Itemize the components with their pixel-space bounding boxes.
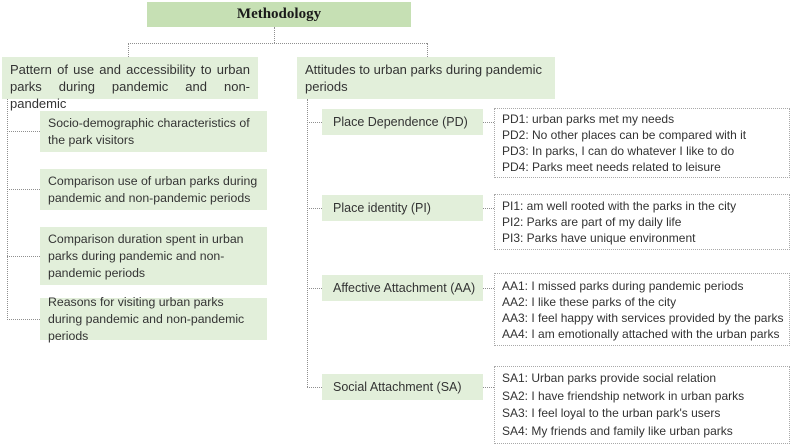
connector-right-stub-pd xyxy=(307,122,322,123)
list-item: PI1: am well rooted with the parks in th… xyxy=(502,199,737,213)
connector-right-branch-drop xyxy=(427,43,428,57)
category-affective-attachment: Affective Attachment (AA) xyxy=(322,275,483,301)
list-item: PI3: Parks have unique environment xyxy=(502,231,696,245)
connector-right-stub-aa xyxy=(307,288,322,289)
connector-left-stub-1 xyxy=(7,131,40,132)
left-item-socio-demographic: Socio-demographic characteristics of the… xyxy=(40,111,267,152)
connector-branch-bar xyxy=(128,43,427,44)
connector-pd-to-list xyxy=(483,122,494,123)
right-branch-header: Attitudes to urban parks during pandemic… xyxy=(297,57,555,99)
connector-right-stub-sa xyxy=(307,387,322,388)
list-social-attachment: SA1: Urban parks provide social relation… xyxy=(494,366,790,444)
left-item-reasons-visiting: Reasons for visiting urban parks during … xyxy=(40,295,267,343)
list-item: AA2: I like these parks of the city xyxy=(502,294,677,309)
connector-left-stub-4 xyxy=(7,319,40,320)
category-social-attachment: Social Attachment (SA) xyxy=(322,374,483,400)
connector-pi-to-list xyxy=(483,208,494,209)
connector-root-stem xyxy=(274,27,275,43)
left-item-comparison-duration: Comparison duration spent in urban parks… xyxy=(40,227,267,285)
list-item: SA2: I have friendship network in urban … xyxy=(502,388,745,403)
connector-right-stub-pi xyxy=(307,208,322,209)
connector-aa-to-list xyxy=(483,288,494,289)
left-item-comparison-use: Comparison use of urban parks during pan… xyxy=(40,169,267,210)
list-item: AA3: I feel happy with services provided… xyxy=(502,310,784,325)
list-affective-attachment: AA1: I missed parks during pandemic peri… xyxy=(494,273,790,346)
list-item: SA4: My friends and family like urban pa… xyxy=(502,423,733,438)
list-place-identity: PI1: am well rooted with the parks in th… xyxy=(494,194,790,250)
connector-left-branch-drop xyxy=(128,43,129,57)
list-item: AA1: I missed parks during pandemic peri… xyxy=(502,278,744,293)
list-item: PD4: Parks meet needs related to leisure xyxy=(502,160,721,174)
list-item: SA3: I feel loyal to the urban park's us… xyxy=(502,406,721,420)
connector-sa-to-list xyxy=(483,387,494,388)
connector-left-stub-2 xyxy=(7,189,40,190)
list-item: SA1: Urban parks provide social relation xyxy=(502,371,717,385)
connector-right-spine xyxy=(307,99,308,387)
list-place-dependence: PD1: urban parks met my needs PD2: No ot… xyxy=(494,108,790,178)
list-item: PI2: Parks are part of my daily life xyxy=(502,215,682,229)
root-node-methodology: Methodology xyxy=(147,2,411,27)
list-item: PD2: No other places can be compared wit… xyxy=(502,128,747,142)
connector-left-stub-3 xyxy=(7,256,40,257)
category-place-identity: Place identity (PI) xyxy=(322,195,483,221)
connector-left-spine xyxy=(7,99,8,320)
category-place-dependence: Place Dependence (PD) xyxy=(322,109,483,135)
list-item: AA4: I am emotionally attached with the … xyxy=(502,326,780,341)
list-item: PD1: urban parks met my needs xyxy=(502,112,675,126)
left-branch-header: Pattern of use and accessibility to urba… xyxy=(2,57,258,111)
list-item: PD3: In parks, I can do whatever I like … xyxy=(502,144,735,158)
